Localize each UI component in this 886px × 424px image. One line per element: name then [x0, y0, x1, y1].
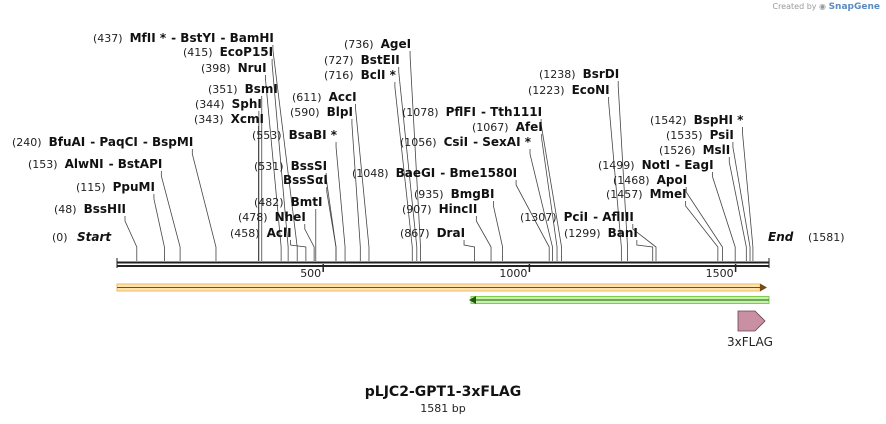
site-leader-line	[493, 201, 503, 261]
site-label: (482)BmtI	[254, 195, 322, 209]
site-label: (736)AgeI	[344, 37, 411, 51]
site-label: (415)EcoP15I	[183, 45, 273, 59]
site-label: (344)SphI	[195, 97, 262, 111]
site-label: (1067)AfeI	[472, 120, 543, 134]
site-label: (115)PpuMI	[76, 180, 155, 194]
site-leader-line	[540, 119, 562, 261]
site-leader-line	[475, 216, 492, 261]
site-leader-line	[351, 119, 361, 261]
site-leader-line	[271, 59, 289, 261]
site-leader-line	[463, 240, 475, 261]
site-leader-line	[632, 224, 657, 261]
site-leader-line	[712, 172, 736, 261]
credit-prefix: Created by	[772, 2, 817, 11]
site-leader-line	[272, 45, 298, 261]
site-label: BssSαI	[283, 173, 328, 187]
site-label: (867)DraI	[400, 226, 465, 240]
site-label: (1048)BaeGI- Bme1580I	[352, 166, 517, 180]
site-leader-line	[335, 142, 346, 261]
site-leader-line	[326, 187, 337, 261]
site-leader-line	[732, 142, 751, 261]
site-leader-line	[124, 216, 138, 261]
site-leader-line	[160, 171, 181, 261]
end-position: (1581)	[808, 231, 845, 244]
flag-feature-arrow	[737, 310, 766, 332]
site-labels: (437)MfII *- BstYI- BamHI(415)EcoP15I (39…	[12, 31, 744, 240]
snapgene-credit: Created by ◉ SnapGene	[772, 2, 880, 12]
site-label: (1468)ApoI	[613, 173, 687, 187]
flag-feature-label: 3xFLAG	[727, 335, 773, 349]
site-label: (1056)CsiI- SexAI *	[400, 135, 532, 149]
site-leader-lines	[124, 45, 754, 261]
site-leader-line	[355, 104, 370, 261]
site-label: (1526)MslI	[659, 143, 730, 157]
site-leader-line	[394, 82, 413, 261]
site-leader-line	[541, 134, 558, 261]
site-leader-line	[398, 67, 418, 261]
plasmid-length: 1581 bp	[420, 402, 466, 415]
site-label: (1535)PsiI	[666, 128, 734, 142]
site-leader-line	[685, 187, 723, 261]
credit-brand: SnapGene	[828, 2, 880, 12]
site-label: (1457)MmeI	[606, 187, 687, 201]
site-leader-line	[153, 194, 165, 261]
site-label: (935)BmgBI	[414, 187, 494, 201]
site-leader-line	[290, 240, 307, 261]
snapgene-logo-icon: ◉	[819, 2, 827, 11]
site-label: (240)BfuAI- PaqCI- BspMI	[12, 135, 193, 149]
site-label: (1307)PciI- AflIII	[520, 210, 634, 224]
site-label: (907)HincII	[402, 202, 477, 216]
green-orf-arrow	[469, 296, 770, 304]
site-leader-line	[742, 127, 754, 261]
site-label: (553)BsaBI *	[252, 128, 338, 142]
ruler-ticks: 500 1000 1500	[300, 264, 737, 280]
site-label: (351)BsmI	[208, 82, 278, 96]
orange-orf-arrow	[116, 283, 767, 292]
start-label: Start	[77, 230, 112, 244]
site-leader-line	[191, 149, 217, 261]
site-label: (716)BclI *	[324, 68, 397, 82]
site-label: (1299)BanI	[564, 226, 638, 240]
site-leader-line	[608, 97, 622, 261]
ruler-tick-label: 500	[300, 267, 321, 280]
site-label: (1542)BspHI *	[650, 113, 744, 127]
start-position: (0)	[52, 231, 68, 244]
site-label: (611)AccI	[292, 90, 357, 104]
site-label: (478)NheI	[238, 210, 306, 224]
site-label: (48)BssHII	[54, 202, 126, 216]
site-label: (153)AlwNI- BstAPI	[28, 157, 162, 171]
site-label: (343)XcmI	[194, 112, 264, 126]
site-leader-line	[515, 180, 550, 261]
site-label: (1499)NotI- EagI	[598, 158, 714, 172]
site-label: (1223)EcoNI	[528, 83, 610, 97]
site-leader-line	[617, 81, 628, 261]
ruler-tick-label: 1000	[499, 267, 527, 280]
site-label: (727)BstEII	[324, 53, 400, 67]
site-leader-line	[409, 51, 421, 261]
site-leader-line	[529, 149, 553, 261]
site-label: (398)NruI	[201, 61, 267, 75]
site-leader-line	[636, 240, 654, 261]
ruler-tick-label: 1500	[706, 267, 734, 280]
site-label: (458)AclI	[230, 226, 292, 240]
site-label: (1238)BsrDI	[539, 67, 619, 81]
site-leader-line	[685, 201, 719, 261]
end-label: End	[768, 230, 794, 244]
site-label: (590)BlpI	[290, 105, 353, 119]
site-label: (437)MfII *- BstYI- BamHI	[93, 31, 274, 45]
site-label: (1078)PflFI- Tth111I	[402, 105, 542, 119]
plasmid-name: pLJC2-GPT1-3xFLAG	[364, 384, 522, 400]
site-leader-line	[728, 157, 747, 261]
site-leader-line	[265, 75, 282, 261]
site-label: (531)BssSI	[254, 159, 327, 173]
site-leader-line	[304, 224, 315, 261]
